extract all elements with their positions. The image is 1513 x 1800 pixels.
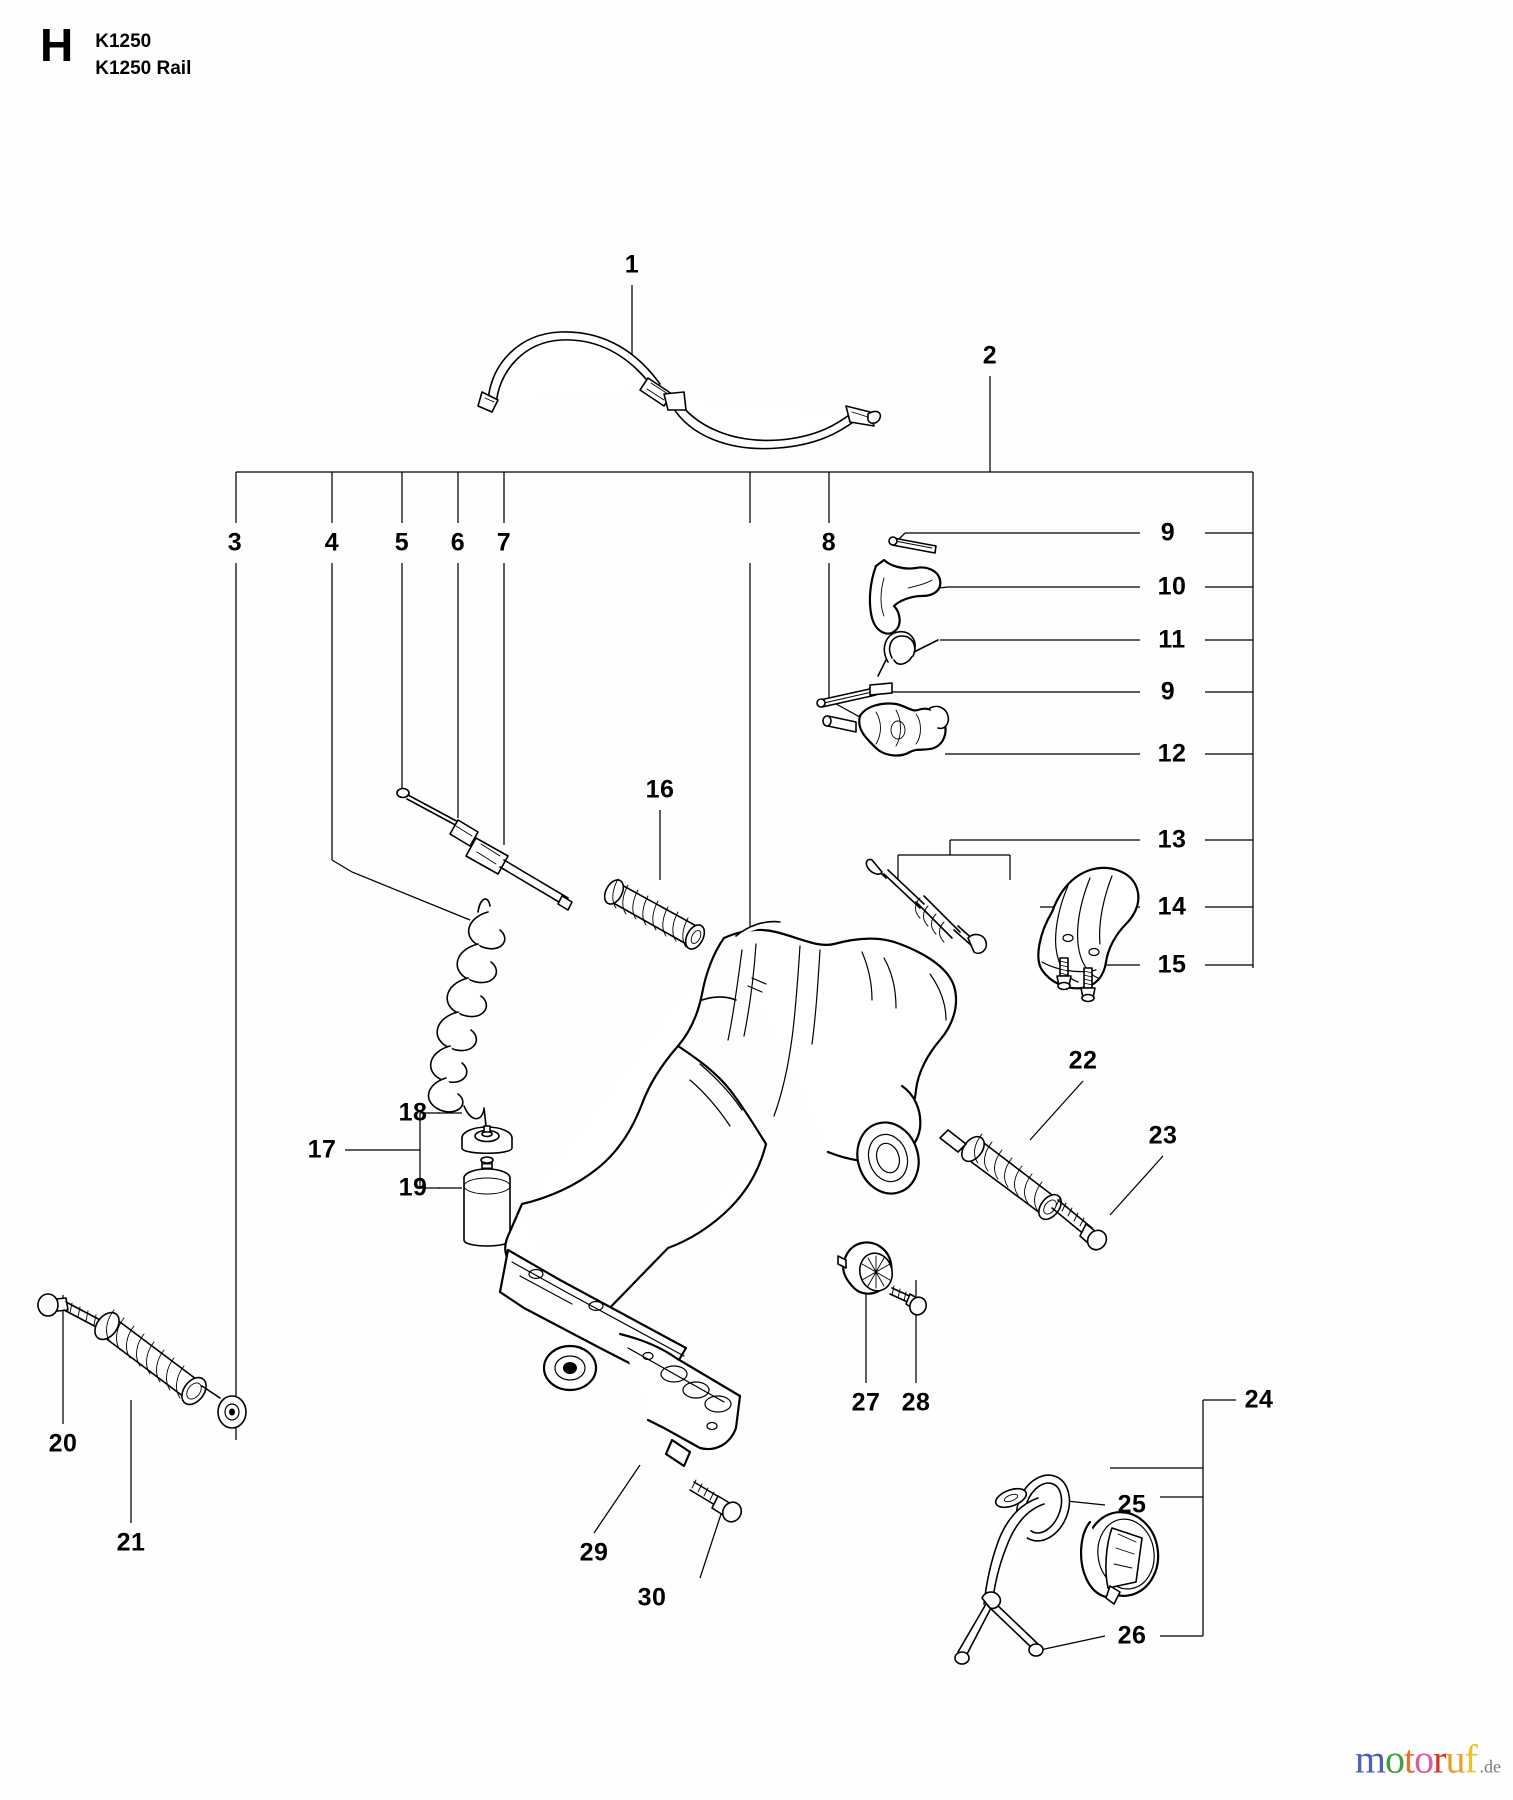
- callout-1: 1: [624, 250, 640, 279]
- watermark-letter-f: f: [1464, 1736, 1478, 1781]
- section-letter: H: [40, 19, 74, 71]
- callout-29: 29: [579, 1538, 609, 1567]
- part-rubber-mount-27: [837, 1241, 894, 1295]
- part-torsion-spring-11: [877, 630, 939, 677]
- watermark-letter-o1: o: [1385, 1736, 1405, 1781]
- watermark-letter-m: m: [1354, 1736, 1386, 1781]
- callout-11: 11: [1158, 625, 1186, 654]
- callout-17: 17: [307, 1135, 337, 1164]
- model-names: K1250 K1250 Rail: [95, 22, 191, 82]
- watermark-registered-mark: ·: [1476, 1748, 1481, 1761]
- callout-16: 16: [645, 775, 675, 804]
- watermark-letter-o2: o: [1414, 1736, 1434, 1781]
- part-bolt-20: [37, 1293, 105, 1331]
- callout-8: 8: [821, 528, 837, 557]
- callout-21: 21: [116, 1528, 146, 1557]
- part-throttle-cable-1: [477, 331, 673, 413]
- part-grommet-18: [461, 1125, 513, 1155]
- part-handle-spring-13: [865, 858, 988, 955]
- callout-19: 19: [398, 1173, 428, 1202]
- callout-14: 14: [1157, 892, 1187, 921]
- part-fuel-cap-24: [1080, 1511, 1160, 1605]
- part-pin-9b: [816, 682, 893, 708]
- callout-13: 13: [1157, 825, 1187, 854]
- callout-30: 30: [637, 1583, 667, 1612]
- part-fuel-filter-19: [463, 1156, 511, 1247]
- part-throttle-rod-assembly: [396, 787, 573, 911]
- watermark-suffix: .de: [1479, 1756, 1502, 1776]
- watermark-letter-u: u: [1445, 1736, 1466, 1781]
- watermark-letter-t: t: [1404, 1736, 1415, 1781]
- callout-6: 6: [450, 528, 466, 557]
- part-screw-15b: [1080, 967, 1096, 1003]
- callout-10: 10: [1157, 572, 1187, 601]
- part-fuel-tank-body-8: [498, 920, 958, 1468]
- callout-9b: 9: [1160, 677, 1176, 706]
- part-throttle-carrier-12: [822, 702, 950, 757]
- leader-line-framework: [62, 285, 1254, 1651]
- callout-4: 4: [324, 528, 340, 557]
- callout-18: 18: [398, 1098, 428, 1127]
- part-decompression-cable-1b: [663, 391, 882, 450]
- callout-3: 3: [227, 528, 243, 557]
- callout-2: 2: [982, 341, 998, 370]
- callout-23: 23: [1148, 1121, 1178, 1150]
- callout-28: 28: [901, 1388, 931, 1417]
- callout-7: 7: [496, 528, 512, 557]
- part-damper-spring-22: [939, 1129, 1062, 1221]
- part-screw-30: [689, 1479, 743, 1523]
- callout-26: 26: [1117, 1621, 1147, 1650]
- callout-5: 5: [394, 528, 410, 557]
- part-damper-spring-21: [94, 1309, 247, 1429]
- model-name-primary: K1250: [95, 31, 152, 52]
- part-trigger-lever-10: [868, 558, 942, 635]
- part-damper-spring-16: [603, 878, 706, 950]
- diagram-header: H K1250 K1250 Rail: [40, 22, 191, 82]
- motoruf-watermark: motoruf·.de: [1355, 1735, 1501, 1786]
- part-pin-9a: [888, 536, 937, 554]
- callout-9a: 9: [1160, 518, 1176, 547]
- callout-22: 22: [1068, 1046, 1098, 1075]
- part-screw-28: [889, 1285, 927, 1316]
- watermark-letter-r: r: [1433, 1736, 1446, 1781]
- callout-24: 24: [1244, 1385, 1274, 1414]
- part-coiled-fuel-hose-4: [427, 898, 506, 1127]
- callout-25: 25: [1117, 1490, 1147, 1519]
- part-bolt-23: [1051, 1197, 1108, 1251]
- part-screw-15a: [1056, 957, 1072, 991]
- callout-12: 12: [1157, 739, 1187, 768]
- callout-15: 15: [1157, 950, 1187, 979]
- callout-27: 27: [851, 1388, 881, 1417]
- model-name-secondary: K1250 Rail: [95, 58, 192, 79]
- part-cap-retainer-26: [954, 1487, 1045, 1665]
- callout-20: 20: [48, 1429, 78, 1458]
- part-o-ring-25: [1015, 1474, 1071, 1542]
- part-handle-guard-14: [1037, 866, 1140, 990]
